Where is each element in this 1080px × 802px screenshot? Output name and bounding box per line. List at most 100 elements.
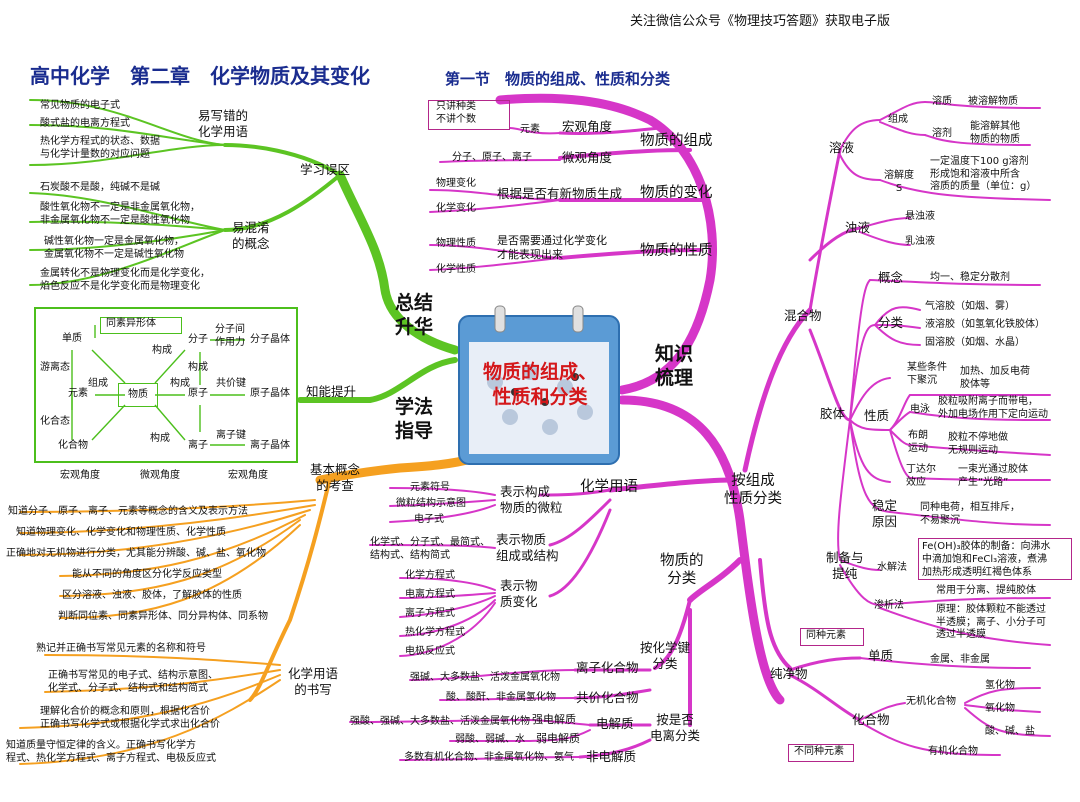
suspension-node: 悬浊液 — [905, 211, 935, 222]
organic-compound-node: 有机化合物 — [928, 746, 978, 757]
chemical-change-node: 化学变化 — [436, 203, 476, 214]
weak-electrolyte-desc: 弱酸、弱碱、水 — [455, 734, 525, 745]
tyndall-effect-desc: 一束光通过胶体 产生“光路” — [958, 464, 1028, 488]
emulsion-node: 乳浊液 — [905, 236, 935, 247]
allotrope-box — [100, 317, 182, 334]
electrophoresis-node: 电泳 — [910, 404, 930, 415]
inorganic-compound-node: 无机化合物 — [906, 696, 956, 707]
molecule-label: 分子 — [188, 334, 208, 345]
represent-change-node: 表示物 质变化 — [500, 578, 538, 609]
colloid-classification-node: 分类 — [878, 315, 904, 330]
dialysis-method-node: 渗析法 — [874, 600, 904, 611]
particles-node: 分子、原子、离子 — [452, 152, 532, 163]
confusing-item: 石炭酸不是酸，纯碱不是碱 — [40, 182, 160, 193]
represent-composition-node: 表示物质 组成或结构 — [496, 532, 559, 563]
dialysis-desc-2: 原理：胶体颗粒不能透过 半透膜；离子、小分子可 透过半透膜 — [936, 604, 1046, 640]
molecular-crystal-label: 分子晶体 — [250, 334, 290, 345]
compound-node: 化合物 — [852, 712, 890, 727]
aerosol-item: 气溶胶（如烟、雾） — [925, 301, 1015, 312]
composition-label: 组成 — [88, 378, 108, 389]
turbid-liquid-node: 浊液 — [845, 220, 871, 235]
formulas-item: 化学式、分子式、最简式、 结构式、结构简式 — [370, 537, 490, 561]
element-symbol-item: 元素符号 — [410, 482, 450, 493]
ionic-bond-label: 离子键 — [216, 430, 246, 441]
learning-pitfalls-label: 学习误区 — [300, 162, 351, 177]
colloid-concept-node: 概念 — [878, 270, 904, 285]
electron-formula-item: 电子式 — [414, 514, 444, 525]
by-ionization-node: 按是否 电离分类 — [650, 712, 701, 743]
tyndall-effect-node: 丁达尔 效应 — [906, 464, 936, 488]
atomic-crystal-label: 原子晶体 — [250, 388, 290, 399]
note-box — [428, 100, 510, 130]
strong-electrolyte-node: 强电解质 — [532, 713, 576, 726]
pure-substance-node: 纯净物 — [770, 666, 808, 681]
solubility-node: 溶解度 S — [884, 170, 914, 194]
mixture-node: 混合物 — [784, 308, 822, 323]
solvent-node: 溶剂 — [932, 128, 952, 139]
combined-state-label: 化合态 — [40, 416, 70, 427]
non-electrolyte-desc: 多数有机化合物、非金属氧化物、氨气 — [404, 752, 574, 763]
same-element-box — [800, 628, 864, 646]
easy-mistake-item: 酸式盐的电离方程式 — [40, 118, 130, 129]
dialysis-desc-1: 常用于分离、提纯胶体 — [936, 585, 1036, 596]
constitute-label: 构成 — [150, 433, 170, 444]
hydrolysis-desc: Fe(OH)₃胶体的制备：向沸水 中滴加饱和FeCl₃溶液，煮沸 加热形成透明红… — [922, 541, 1051, 578]
knowledge-diagram-frame — [34, 307, 298, 463]
new-substance-criterion: 根据是否有新物质生成 — [497, 186, 623, 201]
brownian-motion-desc: 胶粒不停地做 无规则运动 — [948, 432, 1008, 456]
solid-sol-item: 固溶胶（如烟、水晶） — [925, 337, 1025, 348]
easy-mistake-item: 常见物质的电子式 — [40, 100, 120, 111]
constitute-label: 构成 — [170, 378, 190, 389]
constitute-label: 构成 — [152, 345, 172, 356]
watermark: 关注微信公众号《物理技巧答题》获取电子版 — [630, 14, 891, 29]
ionic-crystal-label: 离子晶体 — [250, 440, 290, 451]
solute-desc: 被溶解物质 — [968, 96, 1018, 107]
stability-reason-node: 稳定 原因 — [872, 498, 898, 529]
equation-item: 热化学方程式 — [405, 627, 465, 638]
preparation-node: 制备与 提纯 — [826, 550, 864, 581]
simple-substance-desc: 金属、非金属 — [930, 654, 990, 665]
physical-property-node: 物理性质 — [436, 238, 476, 249]
free-state-label: 游离态 — [40, 362, 70, 373]
element-substance-label: 单质 — [62, 333, 82, 344]
confusing-item: 酸性氧化物不一定是非金属氧化物， 非金属氧化物不一定是酸性氧化物 — [40, 202, 200, 226]
substance-label: 物质 — [128, 389, 148, 400]
structure-diagram-item: 微粒结构示意图 — [396, 498, 466, 509]
notation-item: 正确书写常见的电子式、结构示意图、 化学式、分子式、结构式和结构简式 — [48, 670, 218, 694]
coagulation-desc: 加热、加反电荷 胶体等 — [960, 366, 1030, 390]
covalent-compound-node: 共价化合物 — [576, 690, 639, 705]
same-element-label: 同种元素 — [806, 630, 846, 641]
equation-item: 化学方程式 — [405, 570, 455, 581]
composition-node: 物质的组成 — [640, 133, 713, 149]
hydrolysis-desc-box — [918, 538, 1072, 580]
element-node: 元素 — [520, 124, 540, 135]
equation-item: 离子方程式 — [405, 608, 455, 619]
easy-mistake-terms-label: 易写错的 化学用语 — [198, 108, 249, 139]
confusing-item: 金属转化不是物理变化而是化学变化， 焰色反应不是化学变化而是物理变化 — [40, 268, 210, 292]
easy-mistake-item: 热化学方程式的状态、数据 与化学计量数的对应问题 — [40, 136, 160, 160]
basic-concept-item: 区分溶液、浊液、胶体，了解胶体的性质 — [62, 590, 242, 601]
page-title: 高中化学 第二章 化学物质及其变化 — [30, 64, 370, 88]
inorganic-item: 氧化物 — [985, 703, 1015, 714]
ionic-compound-desc: 强碱、大多数盐、活泼金属氧化物 — [410, 672, 560, 683]
weak-electrolyte-node: 弱电解质 — [536, 732, 580, 745]
strong-electrolyte-desc: 强酸、强碱、大多数盐、活泼金属氧化物 — [350, 716, 530, 727]
compound-label: 化合物 — [58, 440, 88, 451]
allotrope-label: 同素异形体 — [106, 318, 156, 329]
center-title-line1: 物质的组成、 — [482, 361, 597, 383]
micro-view-label: 微观角度 — [140, 470, 180, 481]
inorganic-item: 氢化物 — [985, 680, 1015, 691]
classification-node: 物质的 分类 — [660, 553, 704, 588]
basic-concept-item: 能从不同的角度区分化学反应类型 — [72, 569, 222, 580]
note-label: 只讲种类 不讲个数 — [436, 101, 476, 125]
macro-view-label-2: 宏观角度 — [228, 470, 268, 481]
solubility-desc: 一定温度下100 g溶剂 形成饱和溶液中所含 溶质的质量（单位：g） — [930, 156, 1037, 192]
element-label: 元素 — [68, 388, 88, 399]
colloid-node: 胶体 — [820, 406, 846, 421]
represent-particles-node: 表示构成 物质的微粒 — [500, 484, 563, 515]
solvent-desc: 能溶解其他 物质的物质 — [970, 121, 1020, 145]
electrophoresis-desc: 胶粒吸附离子而带电， 外加电场作用下定向运动 — [938, 396, 1048, 420]
basic-concept-item: 正确地对无机物进行分类，尤其能分辨酸、碱、盐、氧化物 — [6, 548, 266, 559]
notation-item: 理解化合价的概念和原则，根据化合价 正确书写化学式或根据化学式求出化合价 — [40, 706, 220, 730]
physical-change-node: 物理变化 — [436, 178, 476, 189]
